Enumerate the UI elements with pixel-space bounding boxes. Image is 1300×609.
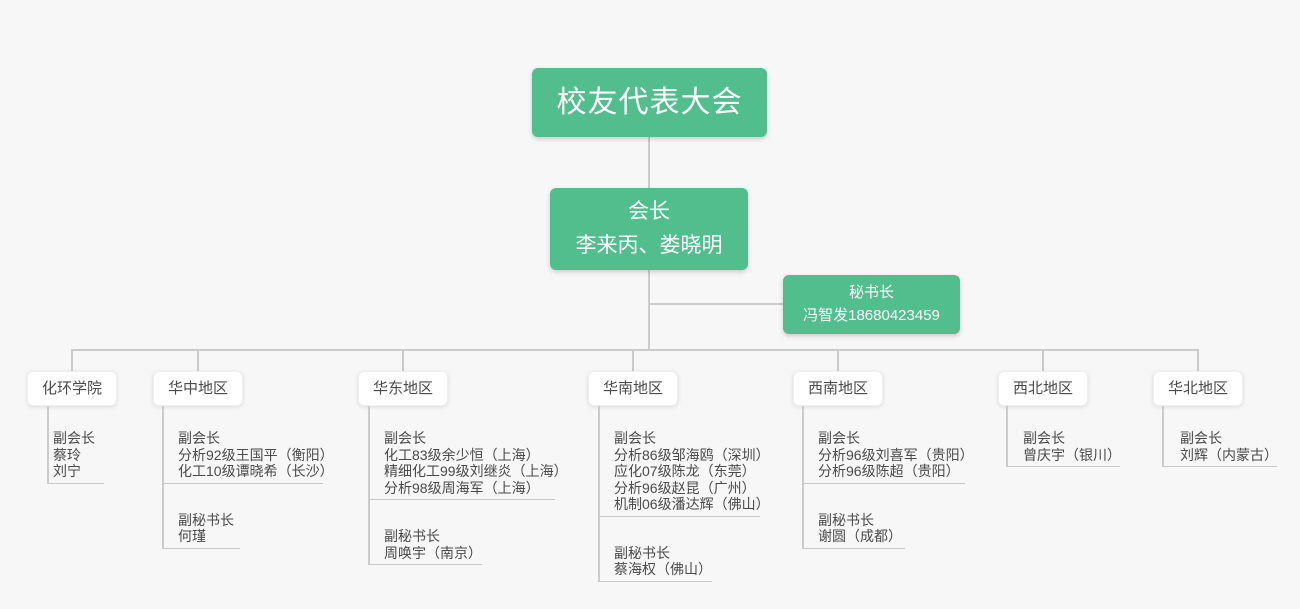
- org-list-line: 刘辉（内蒙古）: [1180, 446, 1278, 463]
- region-label: 西南地区: [807, 380, 868, 397]
- region-node[interactable]: 西北地区: [998, 371, 1088, 406]
- president-title: 会长: [628, 200, 670, 223]
- org-list-line: 化工83级余少恒（上海）: [384, 446, 540, 463]
- region-list: 副会长分析96级刘喜军（贵阳）分析96级陈超（贵阳） 副秘书长谢圆（成都）: [802, 406, 974, 549]
- org-list-section[interactable]: 副会长化工83级余少恒（上海）精细化工99级刘继炎（上海）分析98级周海军（上海…: [368, 406, 568, 500]
- org-list-line: 副秘书长: [818, 511, 874, 528]
- region-label: 华南地区: [602, 380, 663, 397]
- org-list-section[interactable]: 副秘书长谢圆（成都）: [802, 512, 905, 549]
- connector-region-drop: [402, 351, 404, 371]
- region-label: 化环学院: [41, 380, 102, 397]
- region-list-vline: [802, 406, 804, 549]
- region-list-vline: [162, 406, 164, 549]
- region-list: 副会长刘辉（内蒙古）: [1162, 406, 1278, 467]
- org-list-section[interactable]: 副会长曾庆宇（银川）: [1006, 406, 1121, 467]
- org-list-section[interactable]: 副会长分析86级邹海鸥（深圳）应化07级陈龙（东莞）分析96级赵昆（广州）机制0…: [598, 406, 770, 517]
- org-list-line: 分析96级陈超（贵阳）: [818, 463, 960, 479]
- region-list: 副会长曾庆宇（银川）: [1006, 406, 1121, 467]
- region-list: 副会长分析86级邹海鸥（深圳）应化07级陈龙（东莞）分析96级赵昆（广州）机制0…: [598, 406, 770, 582]
- org-list-section[interactable]: 副会长蔡玲刘宁: [47, 406, 104, 484]
- region-node[interactable]: 华中地区: [153, 371, 243, 406]
- org-list-line: 分析96级赵昆（广州）: [614, 479, 756, 496]
- org-list-line: 刘宁: [53, 463, 81, 479]
- connector-president-children: [648, 270, 650, 351]
- org-list-line: 副秘书长: [178, 511, 234, 528]
- org-list-section[interactable]: 副会长分析92级王国平（衡阳）化工10级谭晓希（长沙）: [162, 406, 334, 484]
- org-list-line: 曾庆宇（银川）: [1023, 446, 1121, 463]
- org-list-line: 副会长: [818, 430, 860, 446]
- org-list-section[interactable]: 副秘书长蔡海权（佛山）: [598, 545, 712, 582]
- president-names: 李来丙、娄晓明: [575, 234, 723, 257]
- org-list-section[interactable]: 副会长分析96级刘喜军（贵阳）分析96级陈超（贵阳）: [802, 406, 974, 484]
- org-list-line: 蔡玲: [53, 446, 81, 463]
- org-list-line: 副会长: [53, 430, 95, 446]
- connector-region-drop: [1197, 351, 1199, 371]
- connector-secretary-branch: [649, 303, 783, 305]
- connector-region-drop: [1042, 351, 1044, 371]
- region-node[interactable]: 西南地区: [793, 371, 883, 406]
- org-list-line: 精细化工99级刘继炎（上海）: [384, 463, 568, 479]
- region-list: 副会长分析92级王国平（衡阳）化工10级谭晓希（长沙） 副秘书长何瑾: [162, 406, 334, 549]
- region-list-vline: [368, 406, 370, 565]
- org-list-line: 副会长: [1023, 430, 1065, 446]
- secretary-title: 秘书长: [848, 284, 894, 301]
- org-list-line: 机制06级潘达辉（佛山）: [614, 496, 770, 512]
- org-list-section[interactable]: 副秘书长何瑾: [162, 512, 240, 549]
- org-list-line: 蔡海权（佛山）: [614, 561, 712, 577]
- org-list-section[interactable]: 副会长刘辉（内蒙古）: [1162, 406, 1278, 467]
- root-label: 校友代表大会: [556, 86, 743, 119]
- org-list-line: 副会长: [1180, 430, 1222, 446]
- org-list-line: 副会长: [614, 430, 656, 446]
- org-list-line: 周唤宇（南京）: [384, 544, 482, 561]
- org-list-line: 分析86级邹海鸥（深圳）: [614, 446, 770, 463]
- region-label: 华中地区: [167, 380, 228, 397]
- org-list-line: 化工10级谭晓希（长沙）: [178, 463, 334, 479]
- org-list-line: 分析98级周海军（上海）: [384, 479, 540, 496]
- org-list-line: 分析96级刘喜军（贵阳）: [818, 446, 974, 463]
- region-list: 副会长蔡玲刘宁: [47, 406, 104, 484]
- region-node[interactable]: 华南地区: [588, 371, 678, 406]
- region-list-vline: [47, 406, 49, 484]
- region-list-vline: [1006, 406, 1008, 467]
- president-node[interactable]: 会长 李来丙、娄晓明: [550, 188, 748, 270]
- org-list-line: 副秘书长: [614, 544, 670, 561]
- region-label: 华东地区: [372, 380, 433, 397]
- org-list-line: 分析92级王国平（衡阳）: [178, 446, 334, 463]
- org-list-line: 副会长: [384, 430, 426, 446]
- region-list-vline: [1162, 406, 1164, 467]
- org-list-section[interactable]: 副秘书长周唤宇（南京）: [368, 528, 482, 565]
- connector-children-horizontal: [71, 349, 1199, 351]
- secretary-node[interactable]: 秘书长 冯智发18680423459: [783, 275, 960, 334]
- region-node[interactable]: 华北地区: [1153, 371, 1243, 406]
- region-list-vline: [598, 406, 600, 582]
- connector-region-drop: [197, 351, 199, 371]
- connector-root-president: [648, 137, 650, 188]
- region-label: 华北地区: [1167, 380, 1228, 397]
- connector-region-drop: [71, 351, 73, 371]
- region-list: 副会长化工83级余少恒（上海）精细化工99级刘继炎（上海）分析98级周海军（上海…: [368, 406, 568, 565]
- org-list-line: 应化07级陈龙（东莞）: [614, 463, 756, 479]
- region-node[interactable]: 华东地区: [358, 371, 448, 406]
- org-list-line: 何瑾: [178, 528, 206, 544]
- region-label: 西北地区: [1012, 380, 1073, 397]
- connector-region-drop: [632, 351, 634, 371]
- connector-region-drop: [837, 351, 839, 371]
- region-node[interactable]: 化环学院: [27, 371, 117, 406]
- org-list-line: 谢圆（成都）: [818, 528, 902, 544]
- root-node[interactable]: 校友代表大会: [532, 68, 767, 137]
- secretary-name: 冯智发18680423459: [803, 307, 940, 324]
- org-list-line: 副秘书长: [384, 528, 440, 544]
- org-list-line: 副会长: [178, 430, 220, 446]
